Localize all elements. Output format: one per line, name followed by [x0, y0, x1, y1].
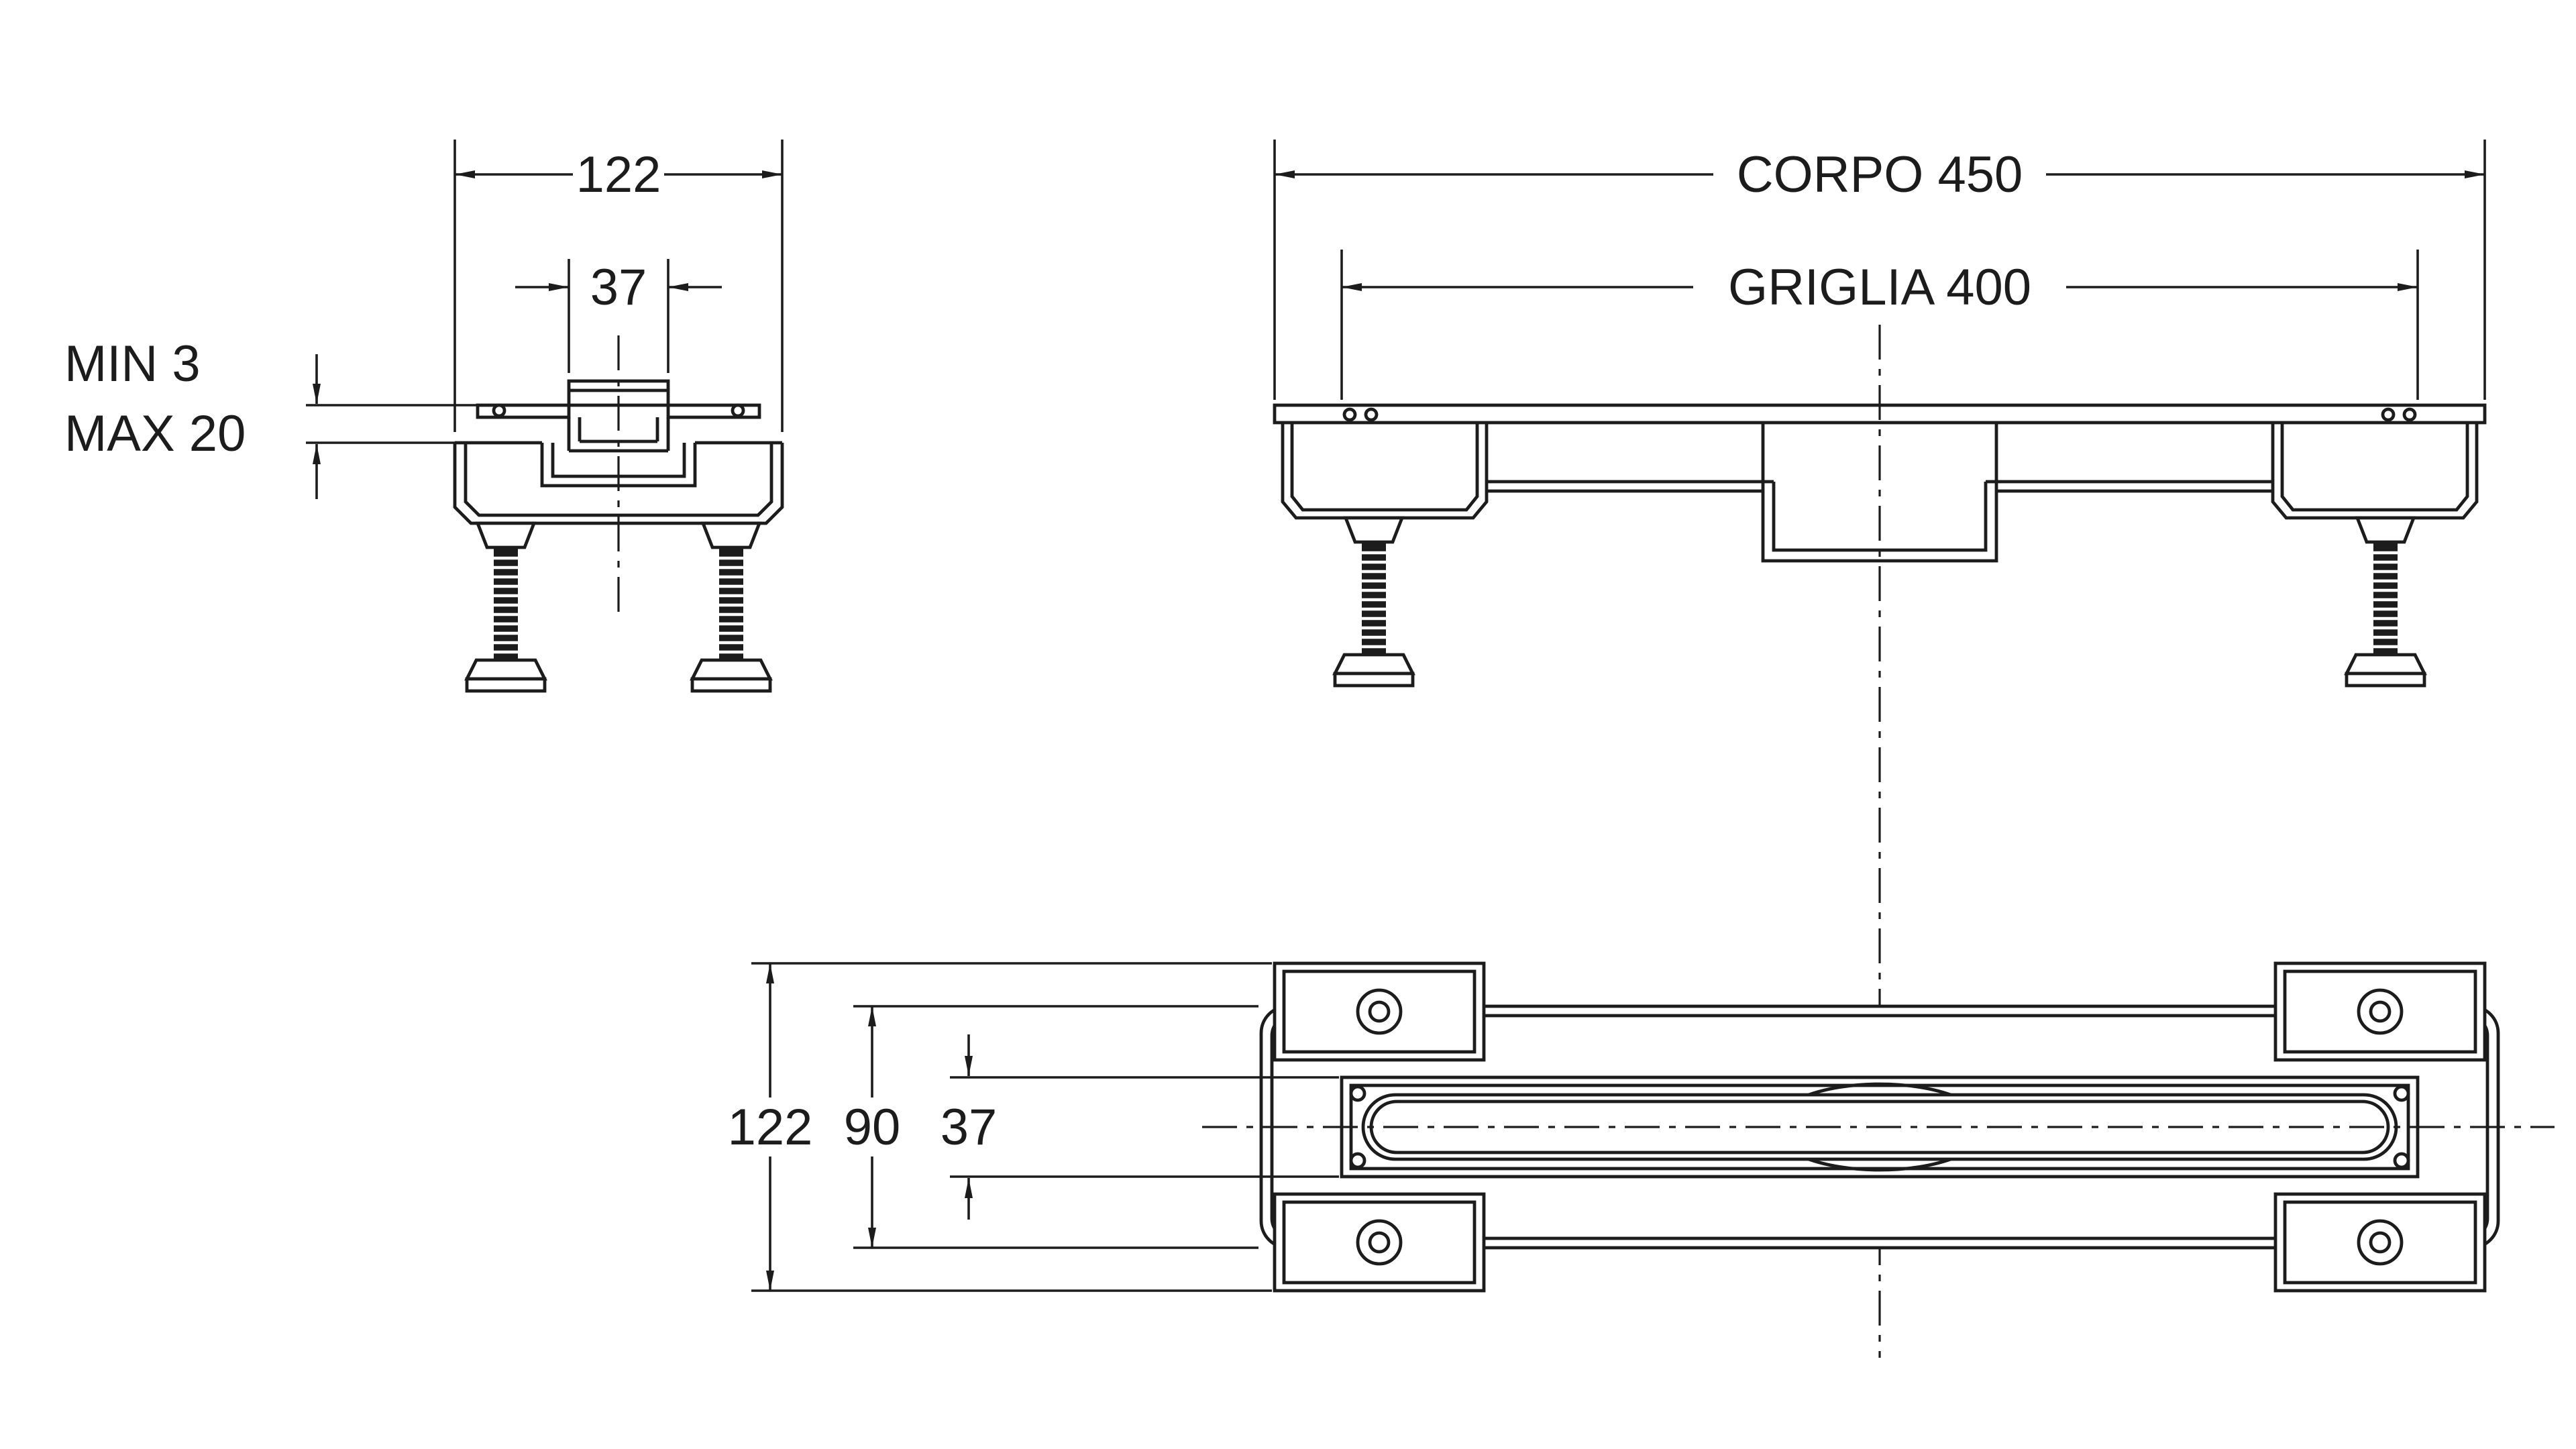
- grille-corner-screw: [2393, 1152, 2410, 1169]
- dim-grille-length: GRIGLIA 400: [1340, 250, 2419, 400]
- height-adjustment-annotation: MIN 3 MAX 20: [64, 335, 480, 499]
- end-bracket-right: [2271, 423, 2479, 520]
- dim-plan-grate-width-label: 37: [941, 1099, 998, 1156]
- grille-corner-screw: [2393, 1085, 2410, 1102]
- flange-plate-right: [666, 403, 761, 419]
- plan-view: 122 90 37: [724, 961, 2555, 1293]
- foot-screw: [2357, 1219, 2404, 1266]
- dim-plan-channel-width: 90: [837, 1005, 1258, 1249]
- corner-flange: [1273, 961, 1486, 1062]
- adjustable-foot: [1335, 518, 1413, 686]
- grille-corner-screw: [1349, 1085, 1366, 1102]
- tray-inner-wall: [464, 443, 773, 517]
- corner-flange: [2273, 1192, 2487, 1293]
- grille-screw: [2381, 407, 2396, 422]
- dim-body-length-label: CORPO 450: [1737, 146, 2023, 203]
- dim-plan-overall-width-label: 122: [728, 1099, 813, 1156]
- corner-flange: [2273, 961, 2487, 1062]
- front-view-body: [1273, 403, 2487, 563]
- grille-screw: [1342, 407, 1357, 422]
- dim-plan-grate-width: 37: [941, 1034, 1339, 1220]
- dim-end-overall-width: 122: [453, 140, 784, 432]
- foot-screw: [2357, 988, 2404, 1035]
- grille-corner-screw: [1349, 1152, 1366, 1169]
- foot-screw: [1356, 1219, 1403, 1266]
- fixing-screw: [731, 403, 745, 418]
- end-bracket-left: [1281, 423, 1489, 520]
- dim-plan-channel-width-label: 90: [844, 1099, 901, 1156]
- adjustable-foot: [692, 523, 770, 691]
- front-view: CORPO 450 GRIGLIA 400: [1273, 140, 2487, 1358]
- height-min-label: MIN 3: [64, 335, 201, 392]
- height-max-label: MAX 20: [64, 405, 246, 462]
- foot-screw: [1356, 988, 1403, 1035]
- dim-end-grate-width: 37: [515, 259, 722, 373]
- dim-plan-overall-width: 122: [724, 962, 1272, 1292]
- corner-flange: [1273, 1192, 1486, 1293]
- fixing-screw: [492, 403, 506, 418]
- grille-screw: [1364, 407, 1379, 422]
- grille-screw: [2402, 407, 2417, 422]
- end-view: 122 37 MIN 3 MAX 20: [64, 140, 784, 691]
- adjustable-foot: [2347, 518, 2424, 686]
- dim-body-length: CORPO 450: [1273, 140, 2486, 400]
- flange-plate-left: [476, 403, 571, 419]
- drain-sump-box: [1761, 424, 1998, 563]
- dim-grille-length-label: GRIGLIA 400: [1728, 259, 2031, 316]
- dim-end-overall-width-label: 122: [576, 146, 661, 203]
- dim-end-grate-width-label: 37: [590, 259, 647, 316]
- adjustable-foot: [467, 523, 545, 691]
